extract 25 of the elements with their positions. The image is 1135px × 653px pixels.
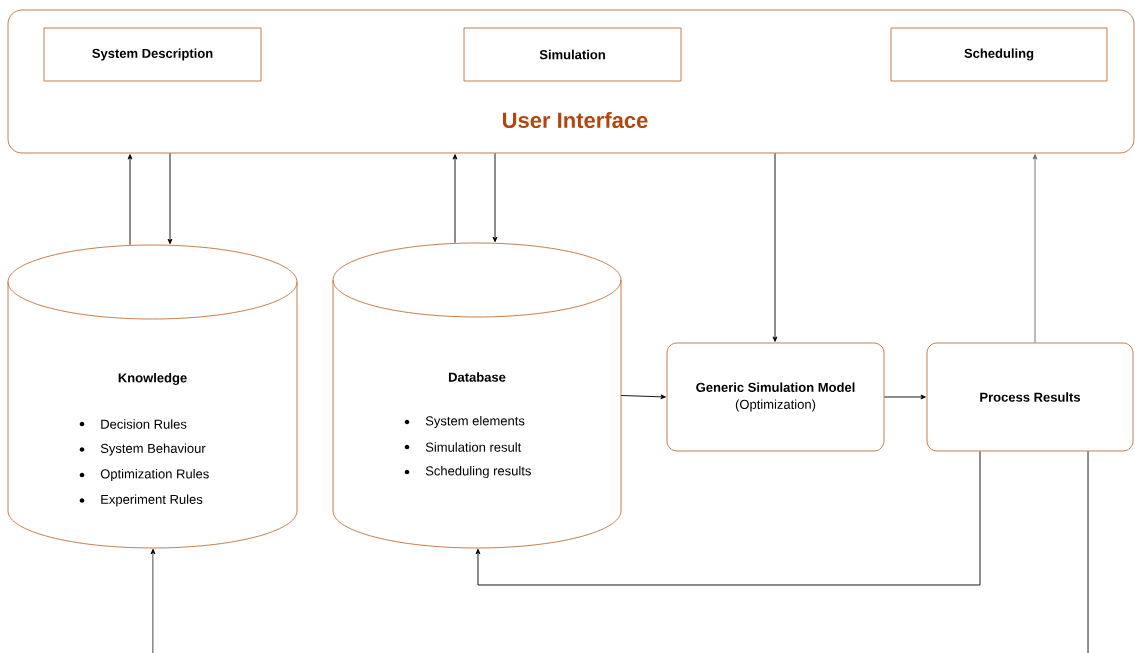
label-box: System Description — [43, 27, 262, 82]
panel-title: User Interface — [502, 111, 648, 129]
heading-text: Knowledge — [118, 372, 187, 386]
arrow — [1032, 154, 1038, 343]
bullet-item: System elements — [404, 415, 525, 429]
bullet-item: Optimization Rules — [79, 468, 209, 482]
arrow — [620, 394, 666, 400]
heading-text: Database — [448, 372, 506, 382]
arrow — [884, 394, 926, 400]
bullet-item: Simulation result — [404, 442, 522, 452]
bullet-item: System Behaviour — [79, 443, 206, 456]
process-box: Process Results — [926, 342, 1134, 452]
arrow — [167, 153, 173, 245]
bullet-item: Scheduling results — [404, 465, 531, 479]
arrow — [452, 154, 458, 244]
arrow — [150, 548, 156, 653]
arrow — [127, 154, 133, 246]
process-box: Generic Simulation Model (Optimization) — [666, 342, 885, 452]
bullet-item: Experiment Rules — [79, 494, 203, 507]
arrow — [772, 153, 778, 342]
label-box: Scheduling — [890, 27, 1108, 82]
arrow — [492, 153, 498, 243]
arrow — [475, 451, 981, 586]
bullet-item: Decision Rules — [79, 419, 187, 429]
label-box: Simulation — [463, 27, 682, 82]
